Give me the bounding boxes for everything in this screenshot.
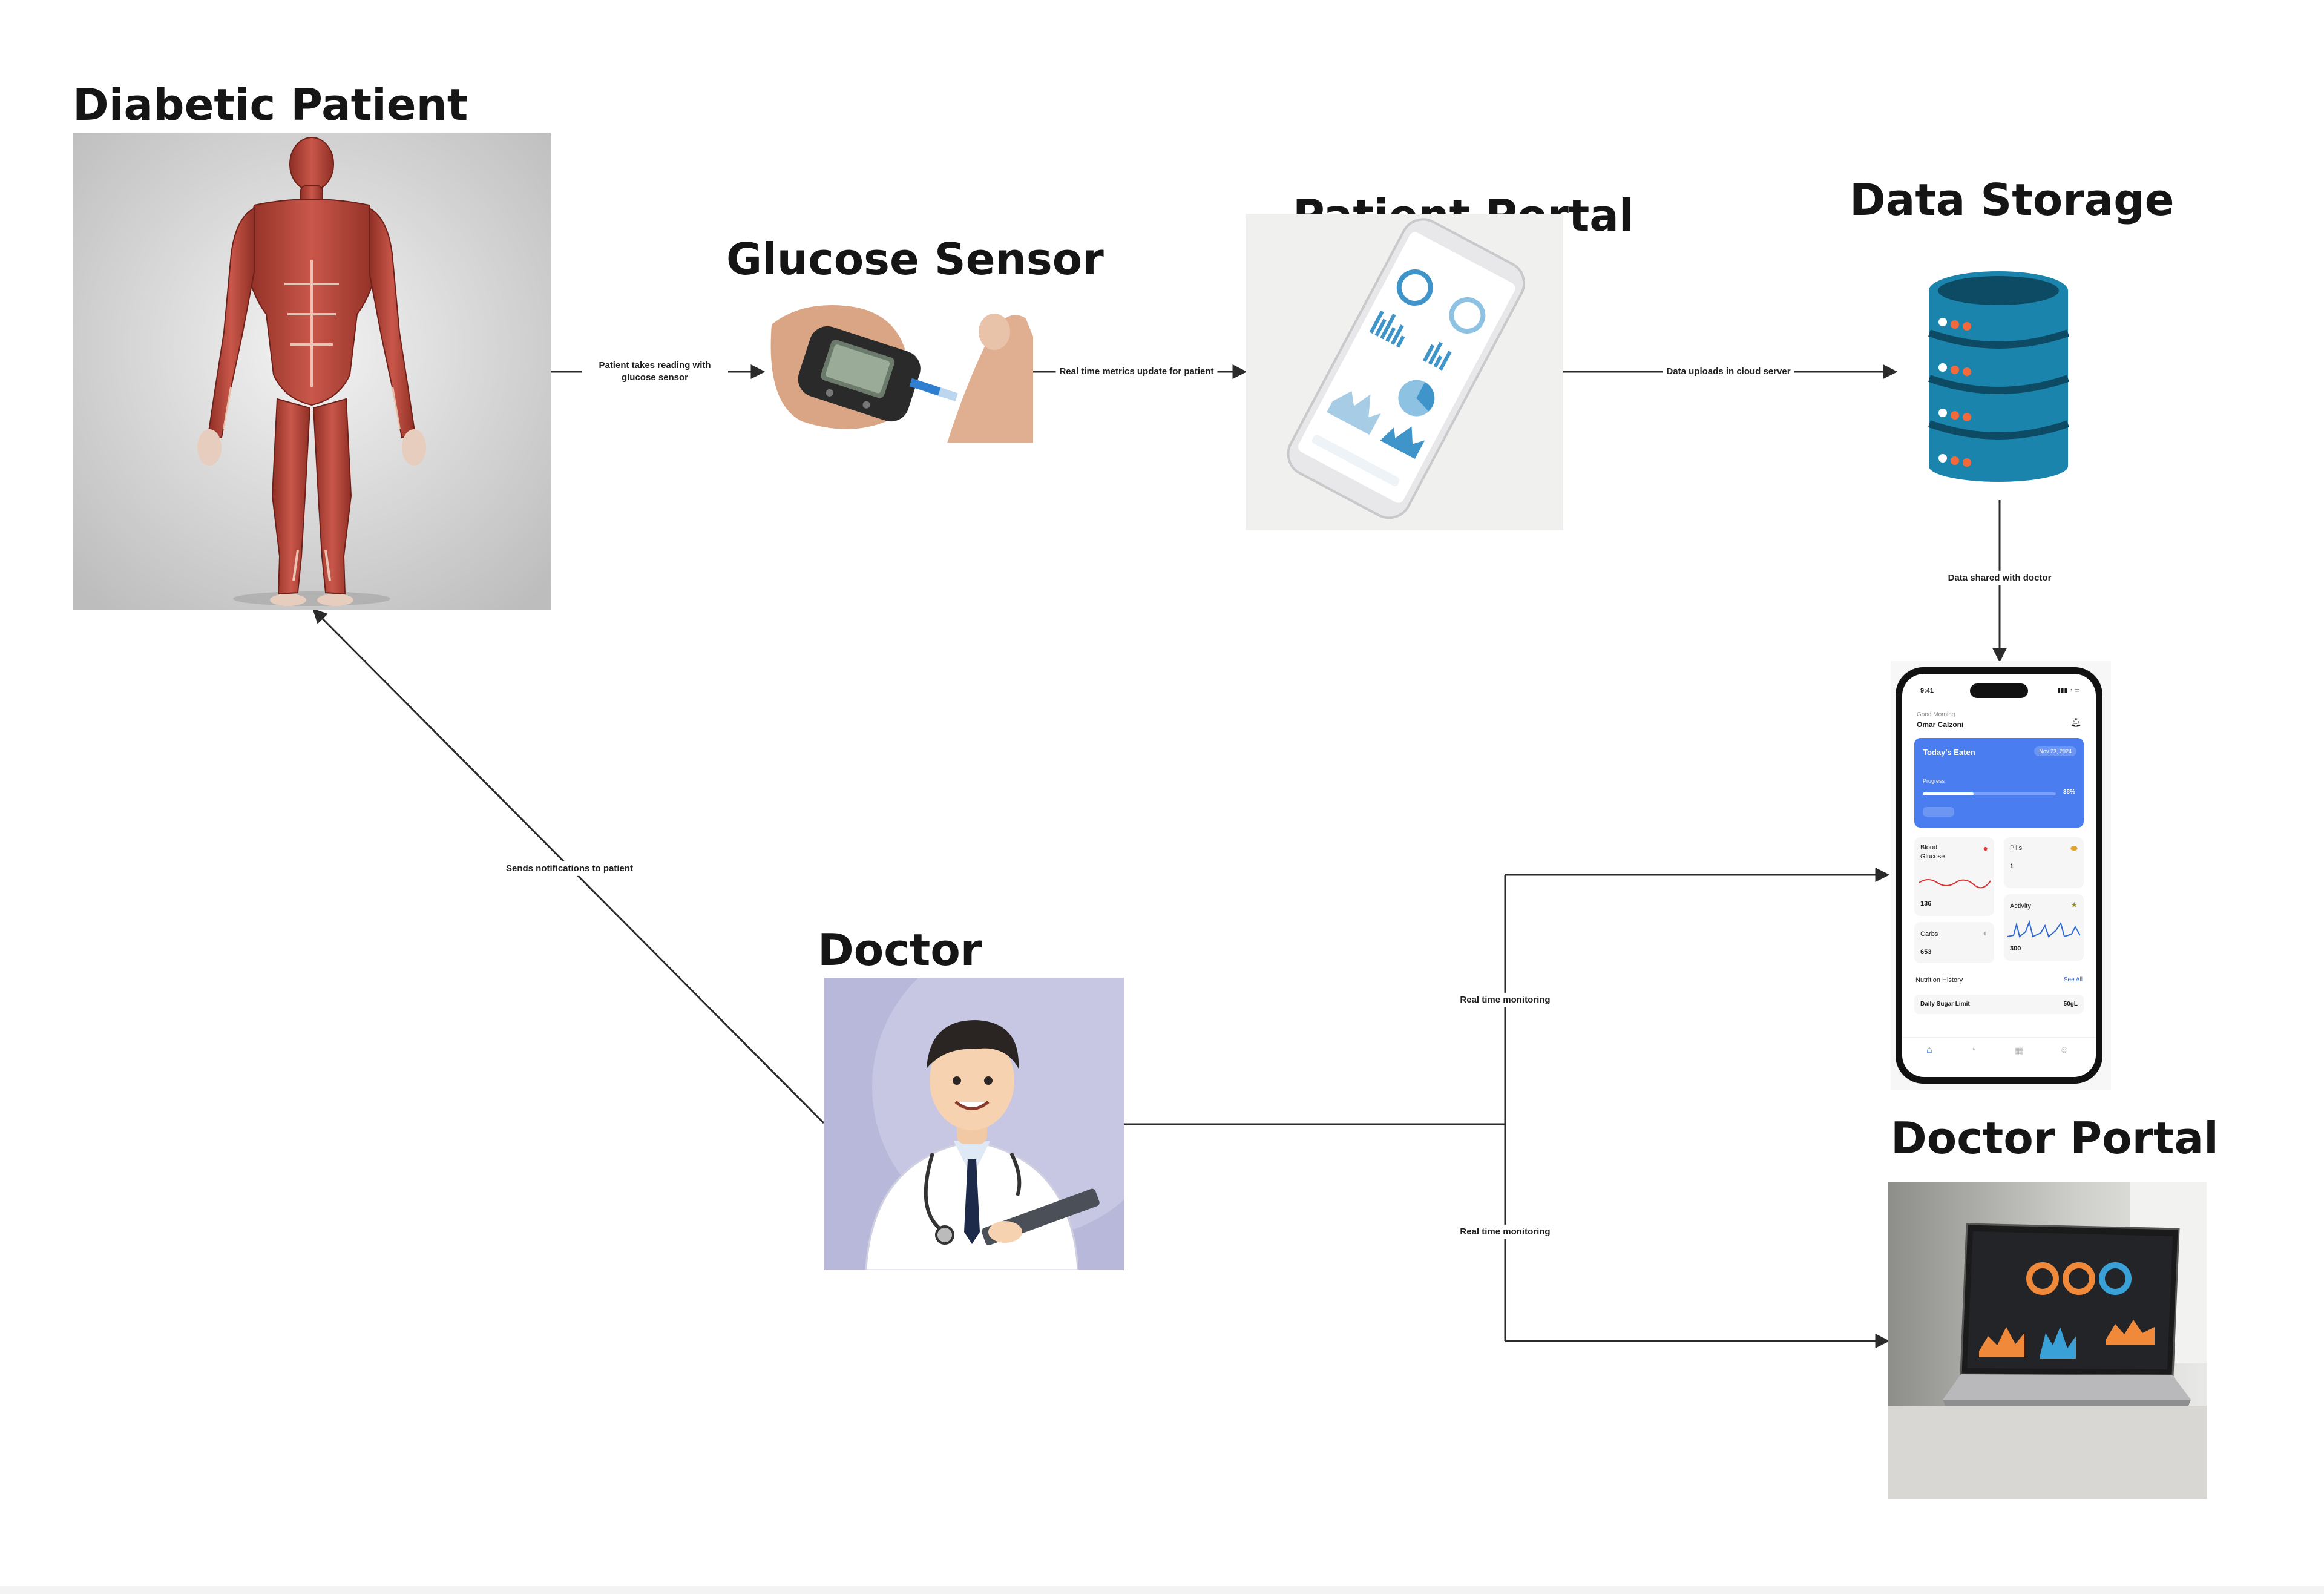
node-title-data-storage: Data Storage: [1850, 174, 2175, 225]
chart-icon[interactable]: ◔: [1970, 1045, 1976, 1055]
todays-eaten-title: Today's Eaten: [1923, 748, 1975, 757]
bottom-nav: ⌂ ◔ ▦ ☺: [1902, 1037, 2096, 1068]
doctor-illustration: [824, 978, 1124, 1270]
node-title-diabetic-patient: Diabetic Patient: [73, 79, 468, 130]
home-icon[interactable]: ⌂: [1926, 1045, 1932, 1055]
nutrition-history-label: Nutrition History: [1915, 976, 1963, 984]
blood-glucose-label: Blood Glucose: [1920, 844, 1945, 860]
activity-value: 300: [2010, 945, 2021, 952]
carbs-card[interactable]: Carbs ◐ 653: [1914, 922, 1994, 963]
human-anatomy-illustration: [73, 133, 551, 610]
pill-icon: ⬬: [2070, 843, 2078, 853]
nutrition-row-value: 50gL: [2063, 1001, 2078, 1007]
edge-label-monitoring-mobile: Real time monitoring: [1456, 992, 1554, 1008]
carbs-icon: ◐: [1983, 928, 1988, 938]
phone-screen: 9:41 ▮▮▮ ◔ ▭ Good Morning Omar Calzoni 🔔…: [1902, 674, 2096, 1077]
mobile-app-mockup: 9:41 ▮▮▮ ◔ ▭ Good Morning Omar Calzoni 🔔…: [1891, 661, 2111, 1090]
status-time: 9:41: [1920, 687, 1934, 694]
activity-label: Activity: [2010, 903, 2031, 910]
carbs-label: Carbs: [1920, 930, 1938, 938]
carbs-value: 653: [1920, 949, 1932, 956]
card-chip[interactable]: [1923, 807, 1954, 817]
database-icon: [1925, 266, 2073, 484]
status-icons: ▮▮▮ ◔ ▭: [2057, 687, 2080, 694]
pills-value: 1: [2010, 863, 2014, 870]
glucometer-photo: [766, 300, 1033, 443]
canvas-bottom-edge: [0, 1586, 2324, 1594]
phone-dashboard-mockup: [1246, 214, 1563, 530]
todays-eaten-card[interactable]: Today's Eaten Nov 23, 2024 Progress 38%: [1914, 738, 2084, 828]
laptop-dashboard-photo: [1888, 1182, 2207, 1499]
dynamic-island: [1970, 683, 2028, 698]
edge-label-reading: Patient takes reading with glucose senso…: [582, 358, 728, 386]
edge-label-cloud-upload: Data uploads in cloud server: [1663, 364, 1794, 380]
edge-label-notifications: Sends notifications to patient: [502, 861, 637, 877]
calendar-icon[interactable]: ▦: [2015, 1046, 2024, 1056]
pills-card[interactable]: Pills ⬬ 1: [2004, 837, 2084, 888]
activity-sparkline: [2007, 920, 2080, 938]
edge-label-monitoring-laptop: Real time monitoring: [1456, 1224, 1554, 1240]
runner-icon: ★: [2070, 900, 2078, 909]
progress-track: [1923, 792, 2056, 795]
greeting-text: Good Morning: [1917, 711, 1955, 718]
blood-glucose-value: 136: [1920, 900, 1932, 907]
glucose-sparkline: [1919, 879, 1991, 889]
node-title-glucose-sensor: Glucose Sensor: [726, 234, 1104, 285]
progress-label: Progress: [1923, 778, 1945, 784]
blood-glucose-card[interactable]: Blood Glucose ● 136: [1914, 837, 1994, 916]
node-title-doctor-portal: Doctor Portal: [1891, 1113, 2219, 1164]
edge-label-realtime-update: Real time metrics update for patient: [1055, 364, 1218, 380]
profile-icon[interactable]: ☺: [2060, 1045, 2070, 1055]
progress-percent: 38%: [2063, 789, 2075, 795]
node-title-doctor: Doctor: [818, 924, 982, 975]
nutrition-row-label: Daily Sugar Limit: [1920, 1001, 1970, 1007]
pills-label: Pills: [2010, 845, 2023, 852]
todays-eaten-date: Nov 23, 2024: [2034, 746, 2076, 756]
edge-label-data-shared: Data shared with doctor: [1944, 570, 2055, 586]
phone-frame: 9:41 ▮▮▮ ◔ ▭ Good Morning Omar Calzoni 🔔…: [1896, 667, 2102, 1084]
nutrition-row[interactable]: Daily Sugar Limit 50gL: [1914, 995, 2084, 1014]
blood-drop-icon: ●: [1983, 843, 1988, 853]
progress-fill: [1923, 792, 1974, 795]
user-name: Omar Calzoni: [1917, 720, 1964, 729]
activity-card[interactable]: Activity ★ 300: [2004, 894, 2084, 961]
bell-icon[interactable]: 🔔︎: [2070, 717, 2081, 727]
see-all-link[interactable]: See All: [2063, 976, 2083, 983]
